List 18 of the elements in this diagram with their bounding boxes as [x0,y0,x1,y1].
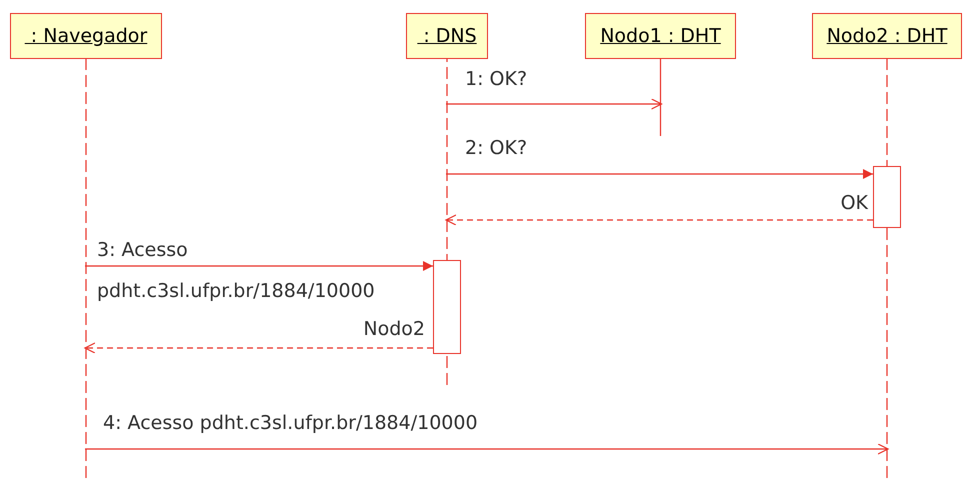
message-arrow [446,98,662,110]
activation-bar [873,166,901,228]
message-label: 3: Acesso pdht.c3sl.ufpr.br/1884/10000 [97,238,376,304]
message-arrow [85,443,889,455]
return-arrow [84,342,433,354]
object-name: Nodo2 : DHT [826,25,948,47]
object-name: : Navegador [30,25,148,47]
message-label: Nodo2 [363,318,425,340]
activation-bar [433,260,461,354]
message-label: 2: OK? [465,137,528,159]
message-label: OK [840,192,868,214]
message-arrow [85,261,433,271]
message-label: 4: Acesso pdht.c3sl.ufpr.br/1884/10000 [103,412,478,434]
object-name: Nodo1 : DHT [600,25,721,47]
return-arrow [445,214,873,226]
message-label: 1: OK? [465,68,528,90]
message-arrow [446,169,873,179]
object-name: : DNS [422,25,477,47]
